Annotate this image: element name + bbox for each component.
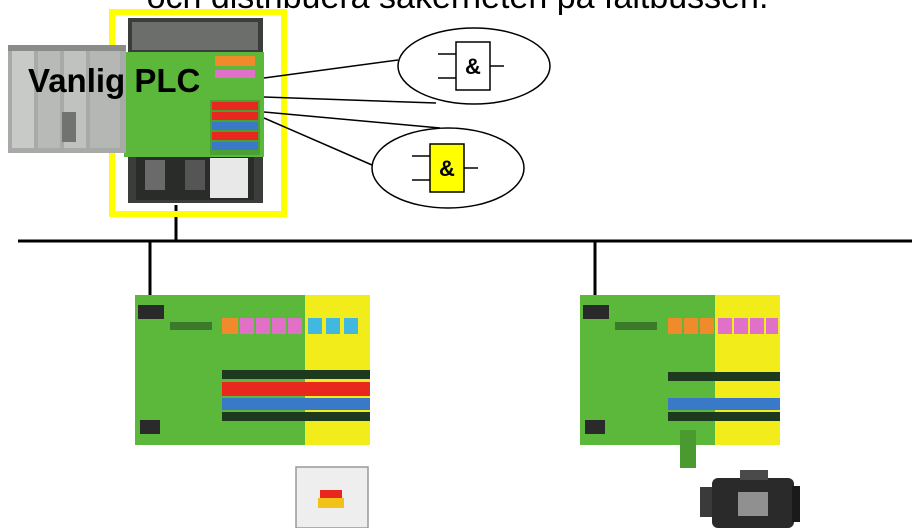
safety-and-gate-icon: &	[412, 143, 478, 193]
emergency-stop-icon	[295, 466, 369, 528]
gate-symbol: &	[439, 156, 455, 181]
plc-label: Vanlig PLC	[28, 62, 201, 99]
io-station-icon	[580, 295, 780, 468]
gate-symbol: &	[465, 54, 481, 79]
standard-plc-icon	[8, 45, 126, 153]
and-gate-icon: &	[438, 41, 504, 91]
slide-heading: och distribuera säkerheten på fältbussen…	[0, 0, 915, 17]
terminal-block	[212, 102, 258, 150]
io-station-icon	[135, 295, 370, 445]
safety-controller-icon	[124, 18, 264, 203]
motor-icon	[700, 470, 800, 528]
